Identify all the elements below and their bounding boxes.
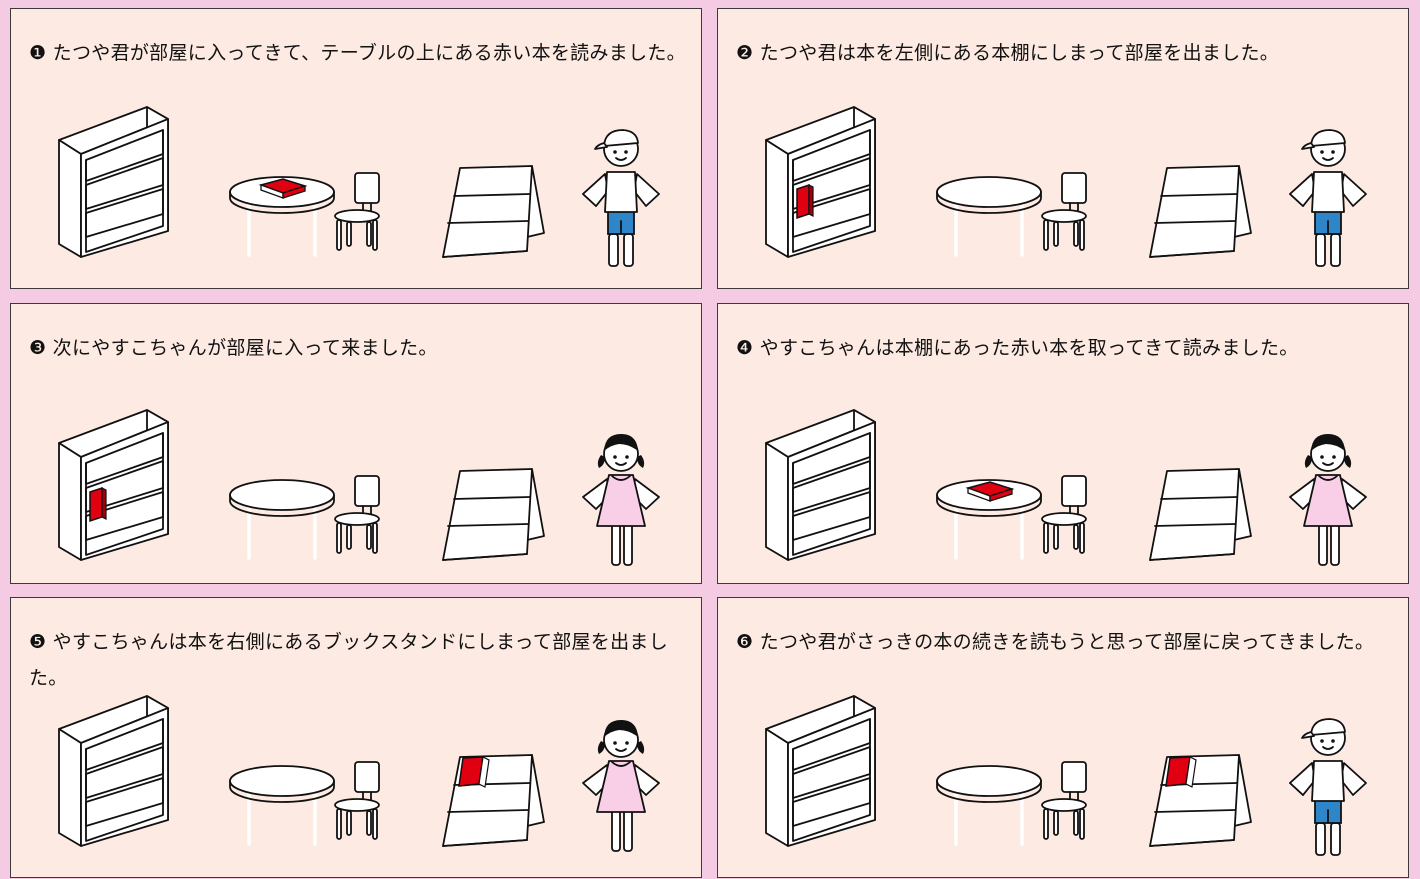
girl-figure [582,720,660,852]
panel-scene [765,409,1367,566]
panel-scene [58,106,660,267]
boy-figure [1289,129,1367,267]
boy-figure [582,129,660,267]
panel-caption: ❺ やすこちゃんは本を右側にあるブックスタンドにしまって部屋を出ました。 [29,631,668,689]
panel-scene [58,695,660,852]
panel-2: ❷ たつや君は本を左側にある本棚にしまって部屋を出ました。 [717,8,1409,289]
bookshelf [765,409,876,561]
book-icon [458,756,490,788]
panel-5: ❺ やすこちゃんは本を右側にあるブックスタンドにしまって部屋を出ました。 [10,597,702,878]
chair [334,172,380,251]
table [229,176,335,257]
panel-3: ❸ 次にやすこちゃんが部屋に入って来ました。 [10,303,702,584]
bookshelf [765,695,876,847]
panel-6: ❻ たつや君がさっきの本の続きを読もうと思って部屋に戻ってきました。 [717,597,1409,878]
girl-figure [582,434,660,566]
boy-figure [1289,718,1367,856]
chair [334,761,380,840]
panel-caption: ❸ 次にやすこちゃんが部屋に入って来ました。 [29,337,438,359]
book-stand [442,754,545,847]
table [229,479,335,560]
table [936,765,1042,846]
table [229,765,335,846]
panel-1: ❶ たつや君が部屋に入ってきて、テーブルの上にある赤い本を読みました。 [10,8,702,289]
panel-scene [765,695,1367,856]
table [936,479,1042,560]
bookshelf [58,409,169,561]
panel-scene [58,409,660,566]
book-stand [1149,468,1252,561]
book-icon [89,486,107,523]
book-icon [1165,756,1197,788]
chair [1041,172,1087,251]
bookshelf [58,106,169,258]
panel-4: ❹ やすこちゃんは本棚にあった赤い本を取ってきて読みました。 [717,303,1409,584]
book-icon [796,183,814,220]
book-stand [1149,165,1252,258]
chair [334,475,380,554]
table [936,176,1042,257]
book-icon [258,178,308,199]
panel-caption: ❻ たつや君がさっきの本の続きを読もうと思って部屋に戻ってきました。 [736,631,1375,653]
panel-caption: ❶ たつや君が部屋に入ってきて、テーブルの上にある赤い本を読みました。 [29,42,686,64]
chair [1041,761,1087,840]
book-icon [965,481,1015,502]
girl-figure [1289,434,1367,566]
panel-caption: ❷ たつや君は本を左側にある本棚にしまって部屋を出ました。 [736,42,1280,64]
book-stand [442,165,545,258]
panel-scene [765,106,1367,267]
chair [1041,475,1087,554]
bookshelf [765,106,876,258]
book-stand [442,468,545,561]
panel-caption: ❹ やすこちゃんは本棚にあった赤い本を取ってきて読みました。 [736,337,1299,359]
book-stand [1149,754,1252,847]
bookshelf [58,695,169,847]
